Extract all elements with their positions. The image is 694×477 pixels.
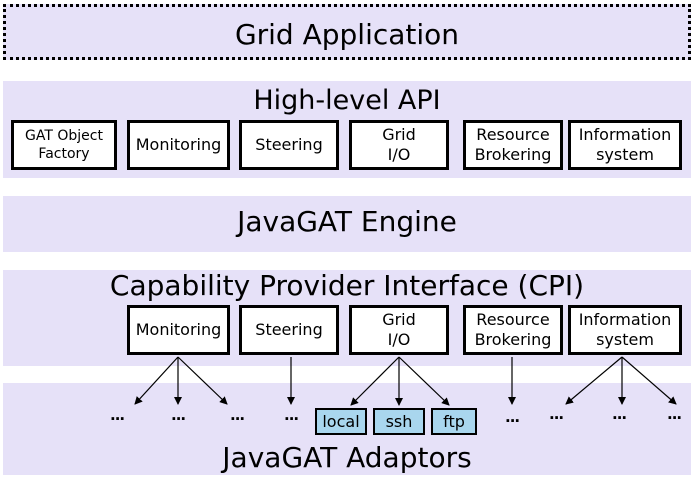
adaptor-local: local	[315, 408, 367, 435]
arrow-grid-io-ftp	[398, 356, 450, 406]
javagat-engine-layer: JavaGAT Engine	[3, 196, 691, 252]
adaptor-ssh: ssh	[373, 408, 425, 435]
cpi-grid-io-box: Grid I/O	[349, 305, 449, 355]
ellipsis-information-2: ...	[612, 405, 627, 423]
arrow-monitoring-1	[134, 356, 179, 405]
javagat-engine-title: JavaGAT Engine	[237, 205, 457, 238]
high-level-api-title: High-level API	[253, 85, 441, 116]
ellipsis-monitoring-3: ...	[230, 406, 245, 424]
api-resource-brokering-box: Resource Brokering	[463, 120, 563, 170]
cpi-resource-brokering-box: Resource Brokering	[463, 305, 563, 355]
grid-application-title: Grid Application	[234, 18, 460, 51]
adaptor-ftp: ftp	[431, 408, 477, 435]
javagat-adaptors-title: JavaGAT Adaptors	[222, 441, 472, 474]
ellipsis-information-3: ...	[667, 405, 682, 423]
grid-application-layer: Grid Application	[3, 4, 691, 60]
ellipsis-resource-brokering: ...	[505, 408, 520, 426]
arrow-grid-io-local	[350, 356, 400, 406]
cpi-monitoring-box: Monitoring	[127, 305, 230, 355]
api-information-system-box: Information system	[568, 120, 682, 170]
api-monitoring-box: Monitoring	[127, 120, 230, 170]
api-steering-box: Steering	[239, 120, 339, 170]
arrow-information-1	[565, 356, 623, 405]
ellipsis-monitoring-1: ...	[110, 406, 125, 424]
cpi-title: Capability Provider Interface (CPI)	[109, 269, 585, 302]
arrow-information-3	[621, 356, 677, 405]
ellipsis-monitoring-2: ...	[171, 406, 186, 424]
cpi-information-system-box: Information system	[568, 305, 682, 355]
cpi-steering-box: Steering	[239, 305, 339, 355]
api-gat-object-factory-box: GAT Object Factory	[11, 120, 117, 170]
ellipsis-steering: ...	[284, 406, 299, 424]
api-grid-io-box: Grid I/O	[349, 120, 449, 170]
arrow-monitoring-3	[177, 356, 228, 405]
ellipsis-information-1: ...	[549, 405, 564, 423]
